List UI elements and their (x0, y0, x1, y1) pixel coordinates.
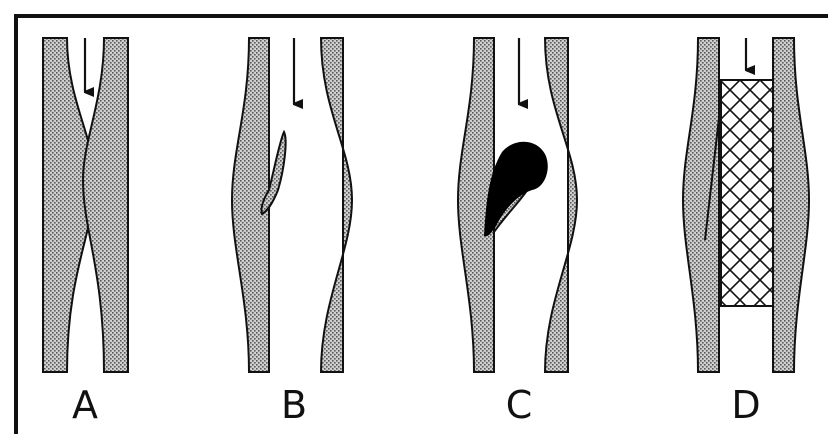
vessel-wall-right (321, 38, 352, 372)
panel-label-c: C (506, 383, 533, 427)
panel-label-b: B (281, 383, 307, 427)
panel-c: C (458, 38, 577, 427)
vessel-wall-left (683, 38, 719, 372)
panel-b: B (232, 38, 352, 427)
panel-a: A (43, 38, 128, 427)
vessel-wall-right (83, 38, 128, 372)
panel-d: D (683, 38, 809, 427)
panel-label-d: D (731, 383, 760, 427)
vessel-wall-right (773, 38, 809, 372)
vessel-wall-right (545, 38, 577, 372)
panel-label-a: A (72, 383, 98, 427)
stent-mesh (721, 80, 773, 306)
